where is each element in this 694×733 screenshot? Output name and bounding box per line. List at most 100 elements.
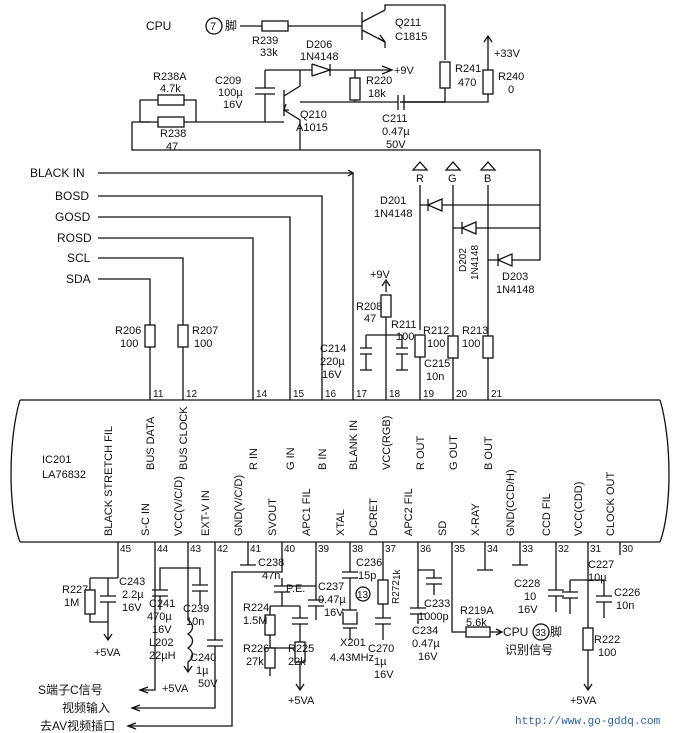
c215-ref: C215 [424,358,450,370]
gosd-label: GOSD [55,210,91,224]
b-out-label: B [484,173,491,185]
scl-label: SCL [67,251,91,265]
d203-part: 1N4148 [496,284,535,296]
v33-label: +33V [494,48,521,60]
c241-ref: C241 [149,598,175,610]
cpu-pin7-label: CPU [146,19,171,33]
c233-ref: C233 [424,598,450,610]
s-terminal-label: S端子C信号 [38,683,103,697]
c270-value: 1µ [374,656,387,668]
r213-value: 100 [462,338,480,350]
r206-value: 100 [120,338,138,350]
pin-name-bottom: APC1 FIL [301,488,313,536]
r213-ref: R213 [462,325,488,337]
d206-part: 1N4148 [300,51,339,63]
c214-voltage: 16V [322,369,342,381]
pin-number-bottom: 32 [558,544,570,555]
rosd-label: ROSD [57,231,92,245]
b-out-arrow [479,161,497,171]
pin-name-top: R OUT [415,436,427,471]
r219a-ref: R219A [460,605,494,617]
c270-ref: C270 [368,643,394,655]
c228-value: 10 [524,591,536,603]
c238-ref: C238 [258,557,284,569]
pin-number-bottom: 36 [420,544,432,555]
marker-13-circle [355,586,371,602]
l202-ref: L202 [149,637,173,649]
q210-part: A1015 [296,122,328,134]
r208-value: 47 [364,313,376,325]
pin-name-top: BLANK IN [348,420,360,470]
pin-name-bottom: DCRET [368,498,380,536]
d206-ref: D206 [306,39,332,51]
c233-value: 1000p [418,611,449,623]
c239-ref: C239 [183,603,209,615]
rgb-output: R G B D201 1N4148 D202 1N4148 D203 1N414… [356,161,541,385]
av-out-label: 去AV视频插口 [40,718,115,733]
d201-part: 1N4148 [374,208,413,220]
c241-value: 470µ [147,611,172,623]
pin-name-bottom: VCC(V/C/D) [173,476,185,536]
pin-name-bottom: APC2 FIL [403,488,415,536]
cpu-pin7-suffix: 脚 [225,18,237,33]
c236-ref: C236 [356,557,382,569]
vcc1-label: +5VA [94,647,121,659]
pin-number-bottom: 44 [157,544,169,555]
r207-value: 100 [194,338,212,350]
r240-ref: R240 [498,71,524,83]
c243-voltage: 16V [122,602,142,614]
r212-ref: R212 [423,325,449,337]
cpu33-desc: 识别信号 [505,643,553,657]
pin-number-top: 16 [325,389,337,400]
c228-ref: C228 [514,578,540,590]
c240-ref: C240 [190,652,216,664]
pin-name-top: BUS CLOCK [178,406,190,470]
c209-value: 100µ [218,87,243,99]
r239-ref: R239 [252,35,278,47]
vcc4-label: +5VA [570,695,597,707]
c237-value: 0.47µ [318,594,346,606]
d202-part: 1N4148 [470,245,481,280]
c227-ref: C227 [588,559,614,571]
bottom-left-circuit: R227 1M C243 2.2µ 16V +5VA S端子C信号 C241 4… [38,555,283,733]
r241-value: 470 [458,77,476,89]
pin-name-bottom: SVOUT [267,498,279,536]
pin-number-top: 14 [256,389,268,400]
bottom-right-circuit: R219A 5.6k CPU 33 脚 识别信号 C228 10 16V C22… [451,555,640,707]
sda-label: SDA [66,272,91,286]
pin-number-top: 20 [456,389,468,400]
c226-value: 10n [616,600,634,612]
pin-name-bottom: VCC(CDD) [573,482,585,536]
cpu33-label: CPU [503,625,528,639]
pin-name-bottom: EXT-V IN [200,490,212,536]
watermark: http://www.go-gddq.com [515,716,661,728]
pin-name-bottom: CCD FIL [541,493,553,536]
r220-ref: R220 [366,75,392,87]
input-bus: BLACK IN BOSD GOSD ROSD SCL SDA R206 100… [30,166,355,385]
r208-ref: R208 [356,301,382,313]
cpu33-suffix: 脚 [550,624,562,639]
pin-number-bottom: 42 [217,544,229,555]
pin-number-top: 21 [491,389,503,400]
r225-ref: R225 [288,643,314,655]
r240-value: 0 [508,84,514,96]
pin-number-top: 19 [423,389,435,400]
c237-ref: C237 [318,581,344,593]
ic-ref: IC201 [42,454,71,466]
c243-value: 2.2µ [122,589,144,601]
r224-ref: R224 [243,602,269,614]
c214-value: 220µ [320,356,345,368]
ic-part: LA76832 [42,469,86,481]
c234-value: 0.47µ [412,638,440,650]
pin-name-bottom: GND(V/C/D) [233,475,245,536]
r211-ref: R211 [391,319,416,331]
r222-value: 100 [598,647,616,659]
r220-value: 18k [368,88,386,100]
c240-voltage: 50V [198,678,218,690]
c238-value: 47n [262,570,280,582]
pin-number-bottom: 45 [120,544,132,555]
pin-number-bottom: 35 [454,544,466,555]
r-out-arrow [411,161,429,171]
